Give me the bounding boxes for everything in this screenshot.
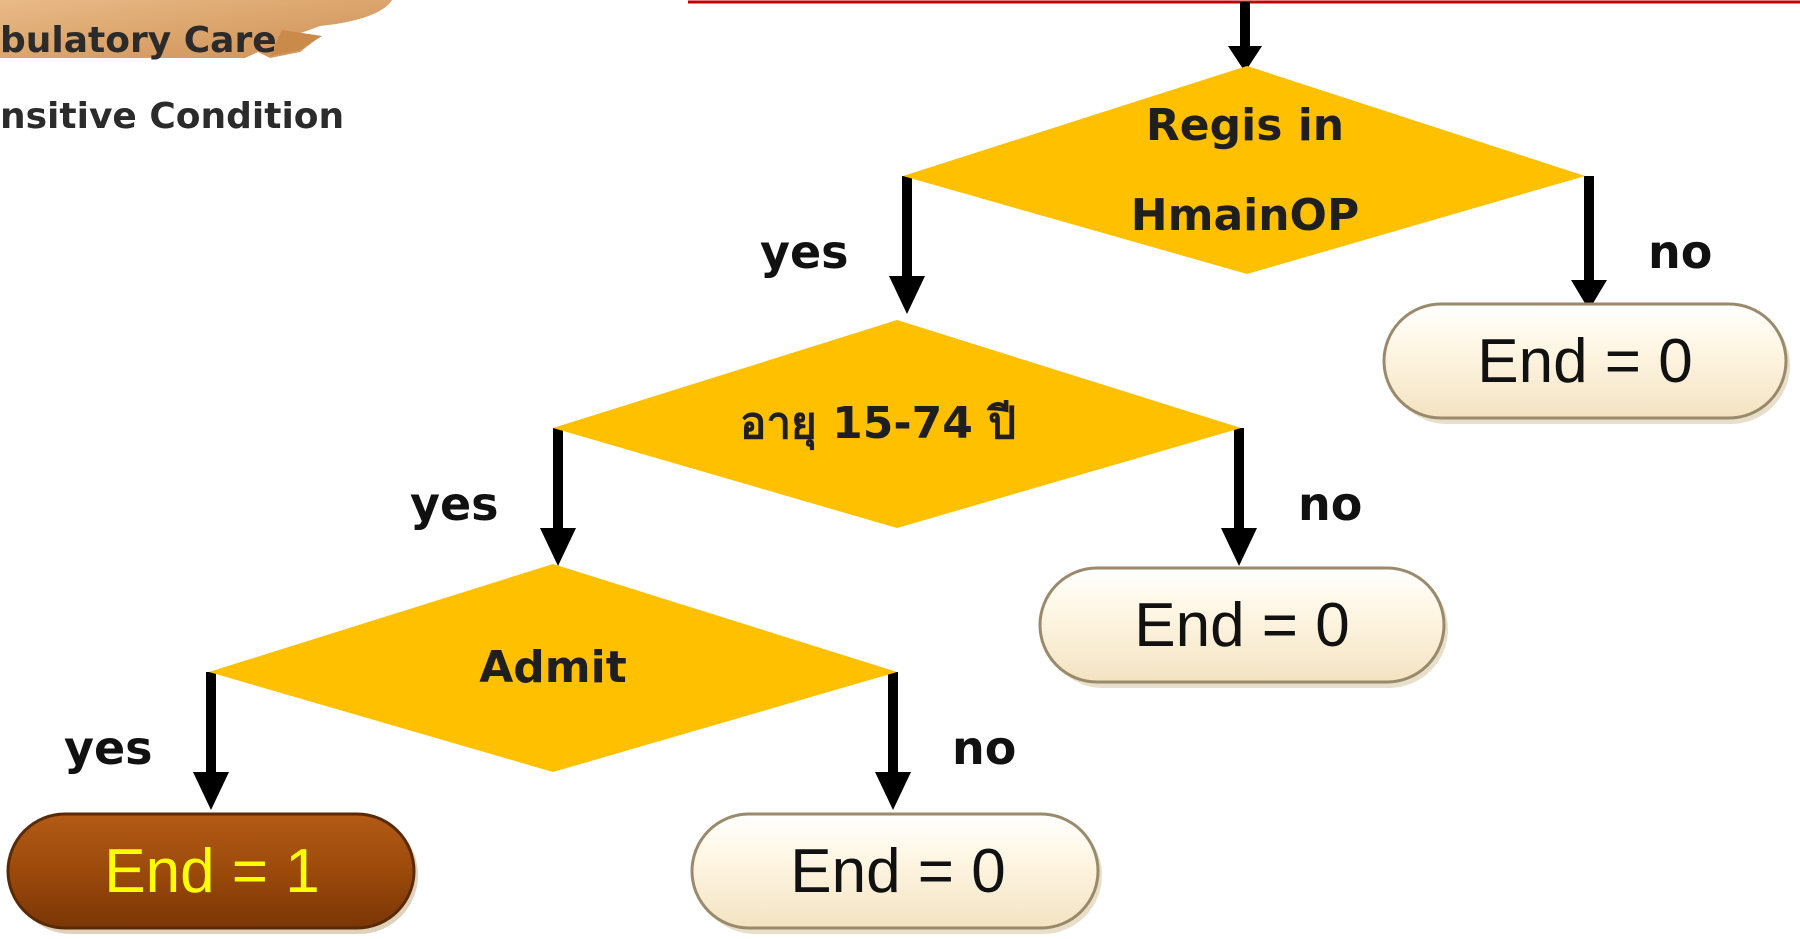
arrowhead-admit-yes — [193, 772, 229, 810]
arrow-regis-no — [1584, 176, 1594, 282]
arrowhead-regis-yes — [889, 276, 925, 314]
arrowhead-admit-no — [875, 772, 911, 810]
label-age-yes: yes — [410, 477, 499, 531]
end-label-admit-yes: End = 1 — [104, 837, 319, 906]
end-node-admit-no: End = 0 — [690, 812, 1102, 934]
label-admit-yes: yes — [64, 721, 153, 775]
decision-diamond-age — [553, 320, 1241, 528]
label-regis-no: no — [1648, 225, 1712, 279]
decision-regis-line-2: HmainOP — [1131, 190, 1359, 241]
arrowhead-regis-no — [1571, 280, 1607, 310]
end-label-age-no: End = 0 — [1134, 591, 1349, 660]
arrowhead-top-to-regis — [1228, 46, 1262, 72]
arrow-top-to-regis — [1240, 2, 1250, 48]
wood-banner-tip — [270, 30, 322, 56]
decision-regis-line-1: Regis in — [1146, 100, 1344, 151]
arrow-age-no — [1234, 428, 1244, 530]
connectors — [193, 2, 1607, 810]
decision-admit-line-1: Admit — [479, 642, 627, 693]
label-age-no: no — [1298, 477, 1362, 531]
end-label-admit-no: End = 0 — [790, 837, 1005, 906]
decision-regis: Regis in HmainOP — [903, 66, 1585, 274]
arrow-age-yes — [553, 428, 563, 530]
header-line-1: bulatory Care — [0, 20, 277, 61]
end-label-regis-no: End = 0 — [1477, 327, 1692, 396]
decision-admit: Admit — [209, 564, 897, 772]
header-banner-fragment: bulatory Care nsitive Condition — [0, 0, 392, 137]
end-node-admit-yes: End = 1 — [6, 812, 418, 934]
header-line-2: nsitive Condition — [0, 96, 344, 137]
label-admit-no: no — [952, 721, 1016, 775]
label-regis-yes: yes — [760, 225, 849, 279]
arrow-admit-yes — [206, 672, 216, 774]
arrowhead-age-no — [1221, 528, 1257, 566]
end-node-regis-no: End = 0 — [1382, 302, 1790, 424]
decision-age: อายุ 15-74 ปี — [553, 320, 1241, 528]
decision-age-line-1: อายุ 15-74 ปี — [740, 398, 1016, 451]
arrowhead-age-yes — [540, 528, 576, 566]
branch-labels: yes no yes no yes no — [64, 225, 1712, 775]
decision-diamond-regis — [903, 66, 1585, 274]
decision-diamond-admit — [209, 564, 897, 772]
arrow-admit-no — [888, 672, 898, 774]
end-node-age-no: End = 0 — [1038, 566, 1448, 688]
arrow-regis-yes — [902, 176, 912, 278]
